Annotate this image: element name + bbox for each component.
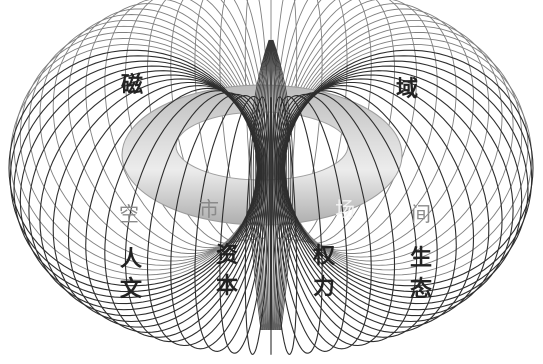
label-sheng: 生 [410,246,432,271]
label-kong: 空 [119,202,139,226]
label-ci: 磁 [121,72,143,98]
label-chang: 场 [335,197,355,221]
label-jian: 间 [411,202,431,226]
label-wen: 文 [120,276,143,302]
label-quan: 权 [312,243,336,269]
label-tai: 态 [410,276,432,302]
label-yu: 域 [396,76,418,102]
label-zi: 资 [216,243,238,268]
label-ben: 本 [216,274,238,299]
label-li: 力 [313,275,335,300]
label-shi: 市 [199,197,219,221]
label-ren: 人 [120,247,142,272]
